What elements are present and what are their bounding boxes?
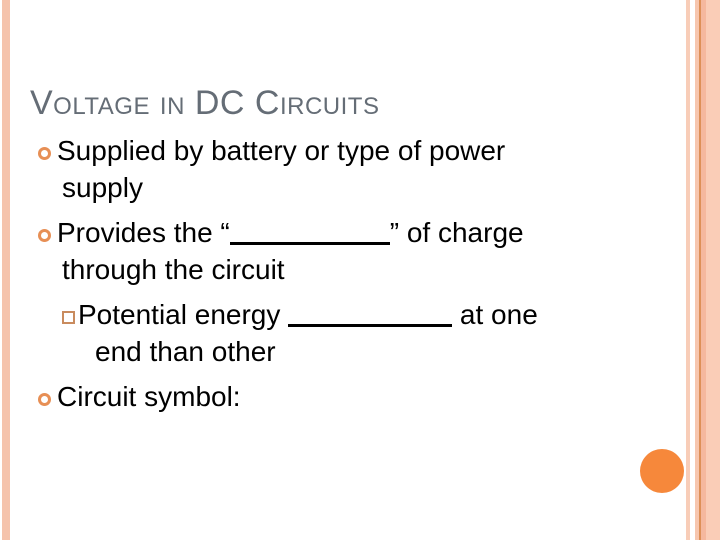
slide-title: Voltage in DC Circuits — [30, 84, 380, 122]
left-accent-stripe — [2, 0, 10, 540]
ring-bullet-icon — [38, 147, 51, 160]
ring-bullet-icon — [38, 393, 51, 406]
bullet-text: through the circuit — [62, 254, 285, 285]
bullet-item: Potential energy at one end than other — [30, 296, 678, 370]
orange-circle-decoration — [640, 449, 684, 493]
bullet-item: Provides the “ ” of charge through the cir… — [30, 214, 678, 288]
right-accent-stripe-2 — [695, 0, 699, 540]
bullet-list: Supplied by battery or type of power supp… — [30, 132, 678, 415]
bullet-text: Potential energy — [78, 299, 289, 330]
right-accent-stripe-4 — [701, 0, 706, 540]
blank-underline — [229, 242, 390, 245]
bullet-text: supply — [62, 172, 143, 203]
bullet-text: end than other — [95, 336, 276, 367]
right-accent-stripe-3 — [699, 0, 701, 540]
bullet-text: at one — [452, 299, 538, 330]
bullet-text: ” of charge — [389, 217, 524, 248]
right-accent-stripe-1 — [686, 0, 690, 540]
bullet-text: Supplied by battery or type of power — [57, 135, 506, 166]
square-bullet-icon — [62, 311, 75, 324]
blank-underline — [288, 324, 453, 327]
bullet-text: Provides the “ — [57, 217, 230, 248]
bullet-item: Circuit symbol: — [30, 378, 678, 415]
bullet-text: Circuit symbol: — [57, 381, 241, 412]
slide-content: Voltage in DC Circuits Supplied by batte… — [30, 84, 678, 423]
right-accent-stripe-5 — [706, 0, 720, 540]
ring-bullet-icon — [38, 229, 51, 242]
bullet-item: Supplied by battery or type of power supp… — [30, 132, 678, 206]
